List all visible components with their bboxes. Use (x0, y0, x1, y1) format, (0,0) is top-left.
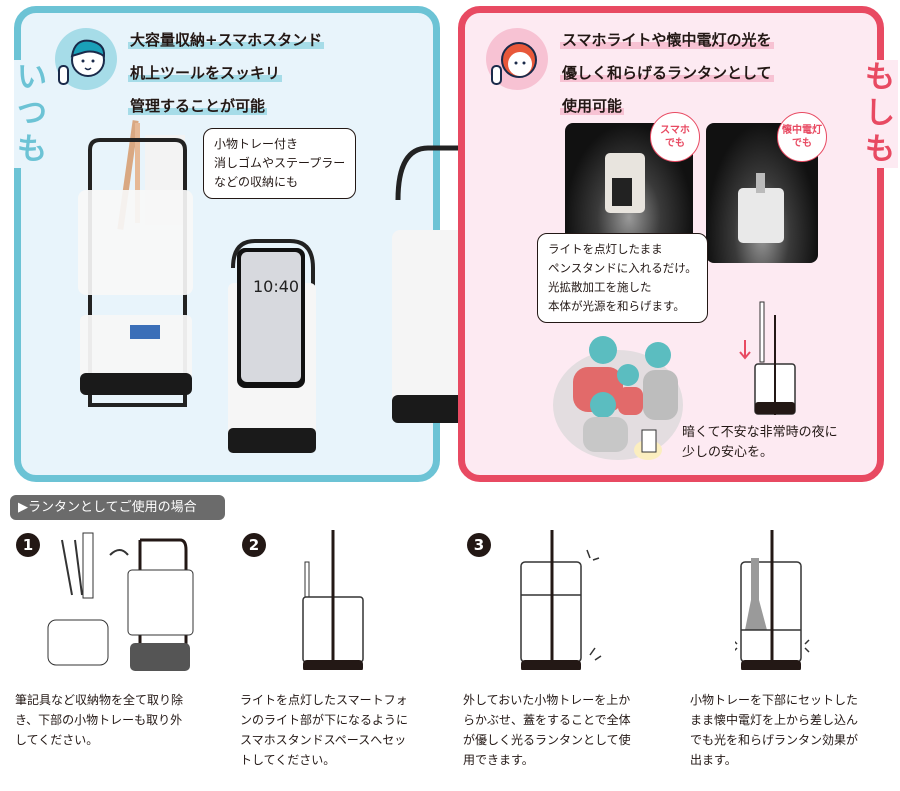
step-1-illustration (47, 532, 194, 671)
everyday-side-label: いつも (14, 60, 50, 168)
emergency-headline: スマホライトや懐中電灯の光を 優しく和らげるランタンとして 使用可能 (560, 31, 774, 115)
diffusion-bubble: ライトを点灯したまま ペンスタンドに入れるだけ。 光拡散加工を施した 本体が光源… (537, 233, 708, 323)
phone-stand-product-image (228, 239, 316, 453)
everyday-headline: 大容量収納+スマホスタンド 机上ツールをスッキリ 管理することが可能 (128, 31, 325, 115)
emergency-side-label: もしも (862, 60, 898, 168)
step-3-number: 3 (467, 533, 491, 557)
step-1-caption: 筆記具など収納物を全て取り除 き、下部の小物トレーも取り外 してください。 (15, 693, 184, 747)
step-1-number: 1 (16, 533, 40, 557)
woman-avatar-icon (486, 28, 548, 90)
step-2-number: 2 (242, 533, 266, 557)
step-3-caption: 外しておいた小物トレーを上か らかぶせ、蓋をすることで全体 が優しく光るランタン… (463, 693, 631, 767)
phone-clock: 10:40 (253, 277, 300, 296)
phone-badge: スマホ でも (650, 112, 700, 162)
step-3-illustration (520, 530, 602, 670)
emergency-note: 暗くて不安な非常時の夜に 少しの安心を。 (682, 425, 838, 460)
flashlight-insert-diagram (739, 301, 796, 415)
flashlight-badge: 懐中電灯 でも (777, 112, 827, 162)
organizer-product-image (78, 120, 193, 407)
step-2-caption: ライトを点灯したスマートフォ ンのライト部が下になるように スマホスタンドスペー… (240, 693, 409, 767)
usage-section-tag: ▶ランタンとしてご使用の場合 (10, 495, 225, 520)
step-4-caption: 小物トレーを下部にセットした まま懐中電灯を上から差し込ん でも光を和らげランタ… (690, 693, 859, 767)
tray-bubble: 小物トレー付き 消しゴムやステープラー などの収納にも (203, 128, 357, 199)
step-4-illustration (735, 530, 810, 670)
family-illustration (553, 336, 683, 460)
step-2-illustration (302, 530, 364, 670)
man-avatar-icon (55, 28, 117, 90)
